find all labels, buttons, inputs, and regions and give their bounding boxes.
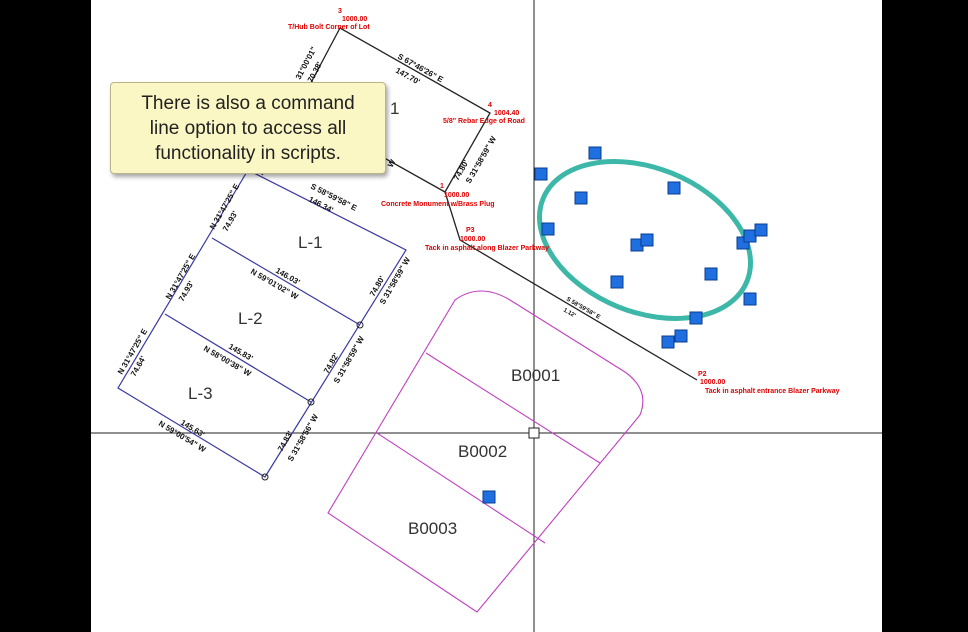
point-label-4: 4 1004.40 5/8" Rebar Edge of Road — [443, 102, 525, 125]
tooltip-line: line option to access all — [149, 117, 347, 139]
tooltip-callout: There is also a command line option to a… — [110, 82, 386, 174]
grip-handle[interactable] — [743, 229, 757, 243]
block-label: B0001 — [511, 366, 560, 385]
lot-label: L-2 — [238, 309, 263, 328]
svg-text:1000.00: 1000.00 — [700, 379, 725, 386]
svg-text:1004.40: 1004.40 — [494, 110, 519, 117]
lot-corner-marker — [307, 398, 315, 406]
lot-corner-marker — [356, 321, 364, 329]
point-label-p2: P2 1000.00 Tack in asphalt entrance Blaz… — [698, 371, 840, 395]
tooltip-line: functionality in scripts. — [155, 142, 341, 164]
svg-text:1000.00: 1000.00 — [444, 192, 469, 199]
block-label: B0003 — [408, 519, 457, 538]
svg-text:5/8" Rebar Edge of Road: 5/8" Rebar Edge of Road — [443, 118, 525, 125]
svg-text:P2: P2 — [698, 371, 707, 378]
grip-handle[interactable] — [661, 335, 675, 349]
point-label-1: 1 1000.00 Concrete Monument w/Brass Plug — [381, 183, 495, 208]
drawing-svg: L-1 L-2 L-3 1 B0001 B0002 B0003 3 1000.0… — [91, 0, 882, 632]
parcel-label: 1 — [390, 99, 399, 118]
svg-text:1: 1 — [440, 183, 444, 190]
svg-text:Tack in asphalt along Blazer P: Tack in asphalt along Blazer Parkway — [425, 245, 549, 252]
block-label: B0002 — [458, 442, 507, 461]
block-outlines[interactable] — [327, 290, 644, 613]
grip-handle[interactable] — [482, 490, 496, 504]
svg-text:P3: P3 — [466, 227, 475, 234]
grip-handle[interactable] — [574, 191, 588, 205]
selected-ellipse[interactable] — [516, 132, 774, 348]
grip-handle[interactable] — [534, 167, 548, 181]
lot-label: L-1 — [298, 233, 323, 252]
lot-corner-marker — [261, 473, 269, 481]
grip-handle[interactable] — [667, 181, 681, 195]
point-label-3: 3 1000.00 T/Hub Bolt Corner of Lot — [288, 8, 370, 31]
grip-handle[interactable] — [689, 311, 703, 325]
svg-text:W: W — [386, 158, 398, 169]
grip-handle[interactable] — [610, 275, 624, 289]
grip-handle[interactable] — [743, 292, 757, 306]
svg-text:4: 4 — [488, 102, 492, 109]
crosshair-pickbox — [528, 427, 540, 439]
grip-handle[interactable] — [541, 222, 555, 236]
cad-drawing-canvas[interactable]: L-1 L-2 L-3 1 B0001 B0002 B0003 3 1000.0… — [91, 0, 882, 632]
lot-lines[interactable] — [117, 169, 407, 478]
svg-text:1000.00: 1000.00 — [342, 16, 367, 23]
svg-text:Tack in asphalt entrance Blaze: Tack in asphalt entrance Blazer Parkway — [705, 388, 840, 395]
grip-handle[interactable] — [588, 146, 602, 160]
svg-text:T/Hub Bolt Corner of Lot: T/Hub Bolt Corner of Lot — [288, 24, 370, 31]
grip-handle[interactable] — [674, 329, 688, 343]
grip-handle[interactable] — [704, 267, 718, 281]
svg-text:1000.00: 1000.00 — [460, 236, 485, 243]
point-label-p3: P3 1000.00 Tack in asphalt along Blazer … — [425, 227, 549, 252]
lot-label: L-3 — [188, 384, 213, 403]
svg-text:3: 3 — [338, 8, 342, 15]
grip-handle[interactable] — [754, 223, 768, 237]
svg-text:1.12': 1.12' — [562, 308, 577, 320]
svg-text:Concrete Monument w/Brass Plug: Concrete Monument w/Brass Plug — [381, 201, 495, 208]
svg-text:S 31°58'59" W: S 31°58'59" W — [464, 134, 498, 185]
tooltip-line: There is also a command — [141, 92, 355, 114]
grip-handle[interactable] — [640, 233, 654, 247]
